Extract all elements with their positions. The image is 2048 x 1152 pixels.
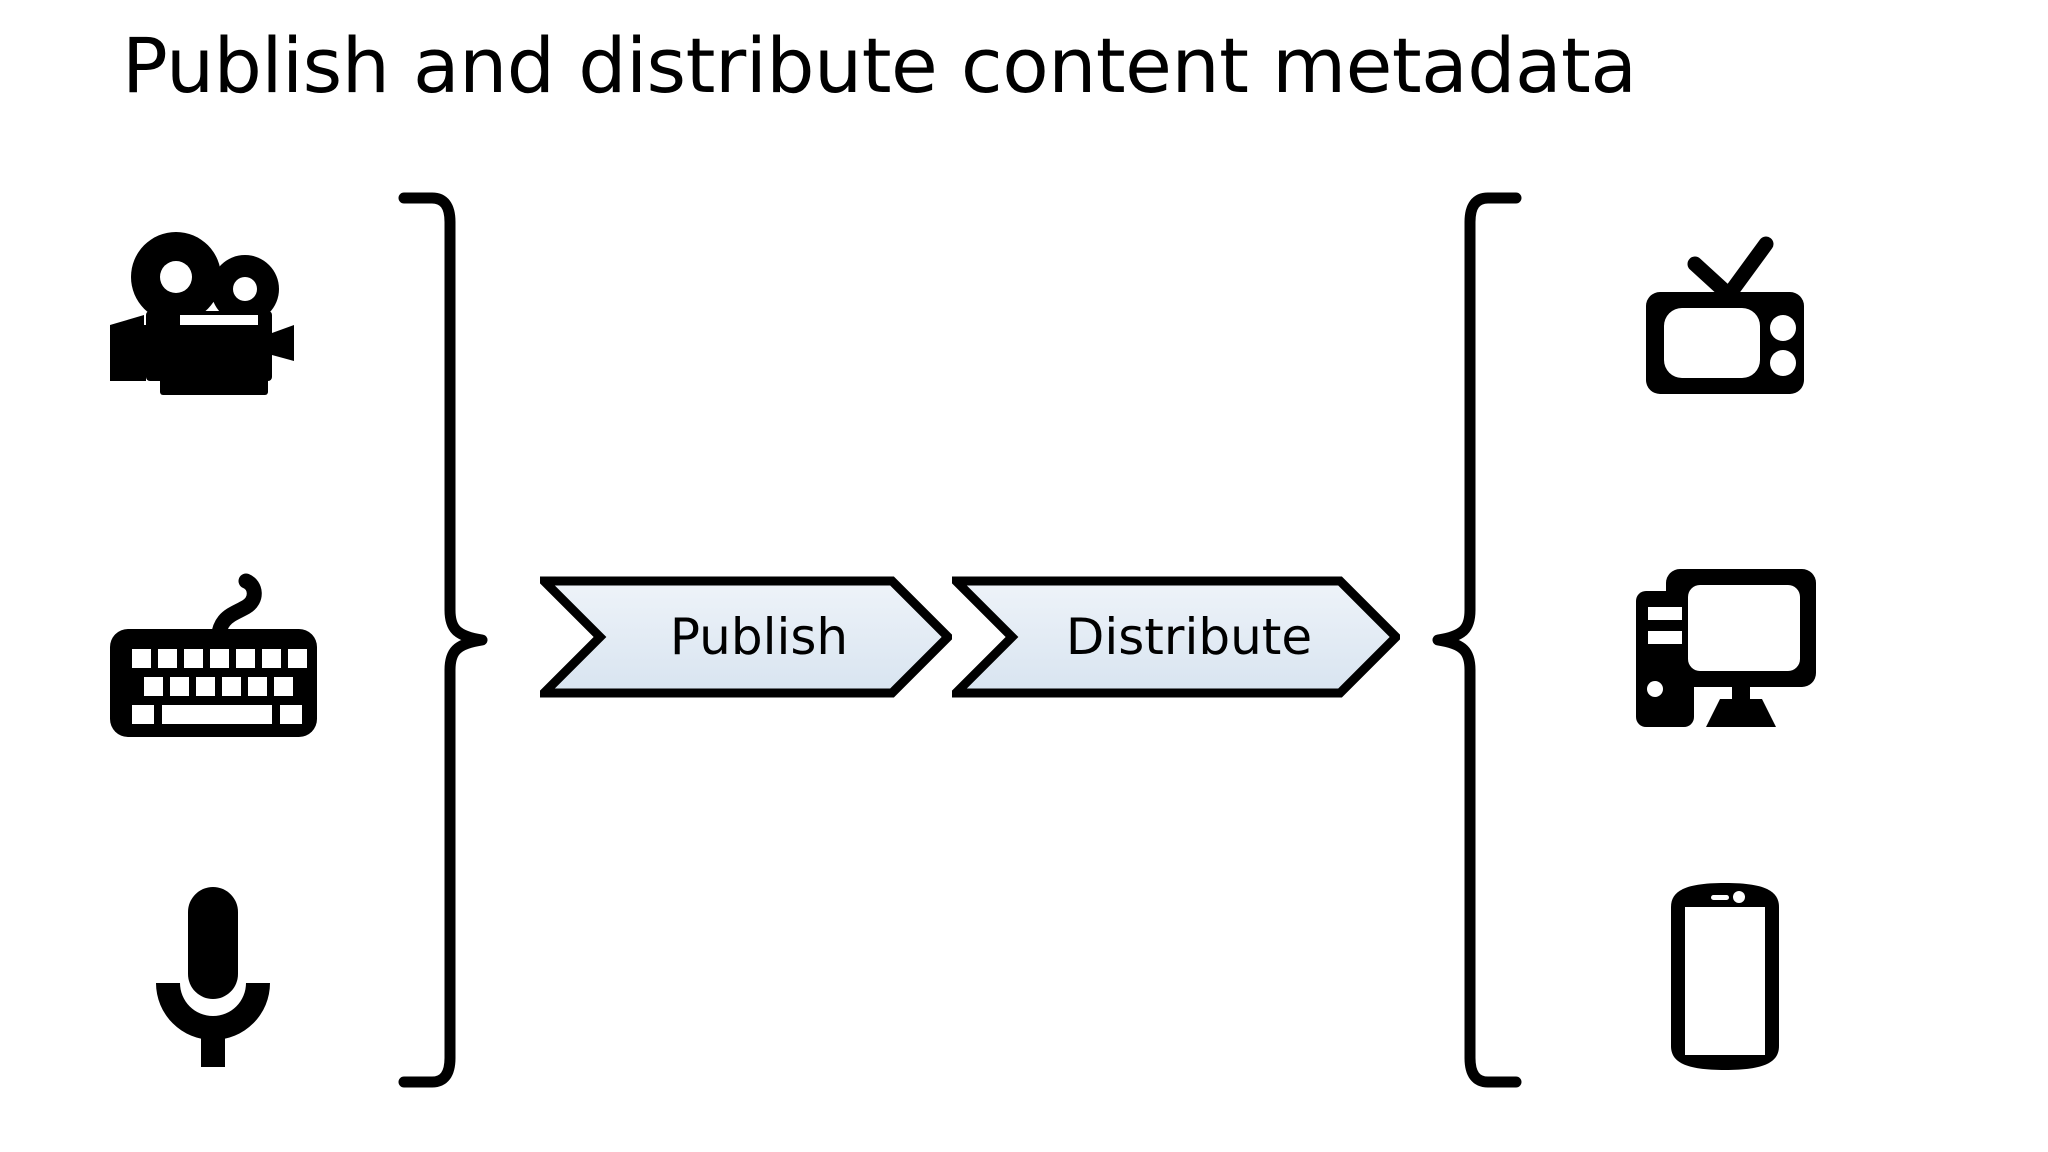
flow-step-publish[interactable]: Publish xyxy=(540,576,952,698)
source-icons-group xyxy=(48,196,378,1096)
keyboard-icon xyxy=(106,551,321,741)
right-curly-brace-icon xyxy=(398,190,488,1090)
left-curly-brace-icon xyxy=(1432,190,1522,1090)
movie-camera-icon xyxy=(108,229,318,404)
target-icons-group xyxy=(1560,196,1890,1096)
target-item-computer[interactable] xyxy=(1595,526,1855,766)
page-title: Publish and distribute content metadata xyxy=(122,21,1637,110)
source-item-audio[interactable] xyxy=(83,856,343,1096)
right-group-brace xyxy=(1432,190,1522,1090)
desktop-computer-icon xyxy=(1628,559,1823,734)
process-flow: Publish Distribute xyxy=(540,576,1400,698)
microphone-icon xyxy=(138,881,288,1071)
flow-step-distribute[interactable]: Distribute xyxy=(952,576,1400,698)
television-icon xyxy=(1638,234,1813,399)
target-item-mobile[interactable] xyxy=(1595,856,1855,1096)
left-group-brace xyxy=(398,190,488,1090)
source-item-video[interactable] xyxy=(83,196,343,436)
target-item-tv[interactable] xyxy=(1595,196,1855,436)
source-item-text[interactable] xyxy=(83,526,343,766)
smartphone-icon xyxy=(1663,879,1788,1074)
